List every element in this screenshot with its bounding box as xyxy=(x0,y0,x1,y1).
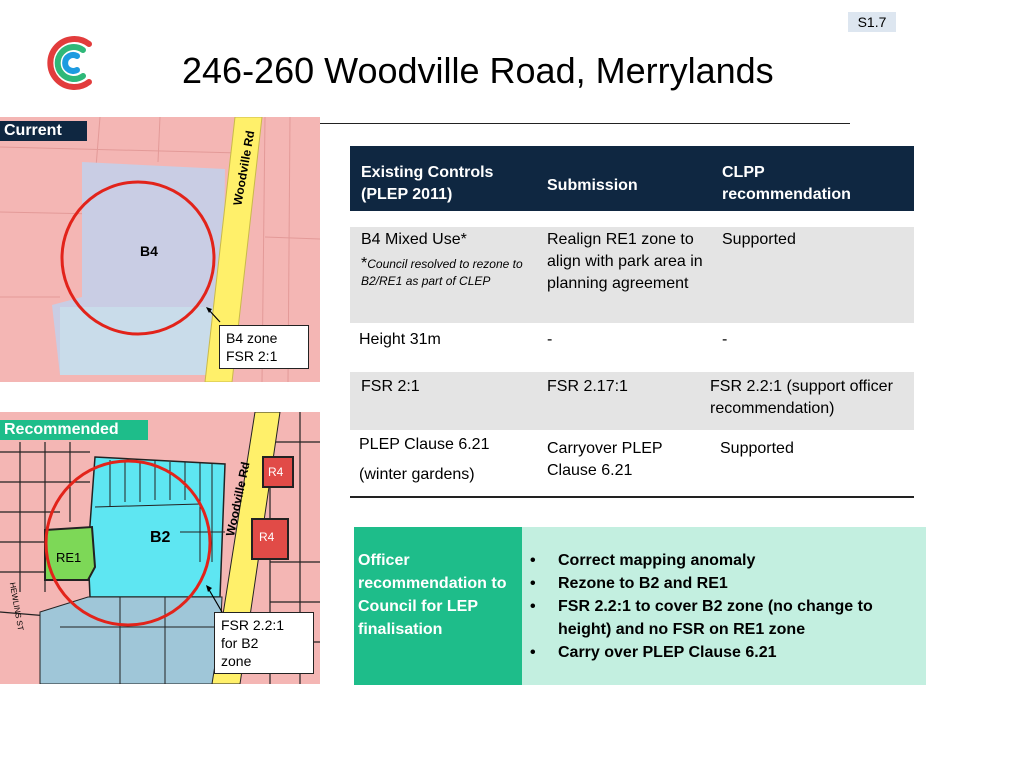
r4-zone-label-top: R4 xyxy=(268,465,284,479)
re1-zone-label: RE1 xyxy=(56,550,82,565)
cell-clpp: FSR 2.2:1 (support officer recommendatio… xyxy=(710,378,893,417)
cell-existing: FSR 2:1 xyxy=(361,378,420,395)
recommended-zone-b2-label: B2 xyxy=(150,529,171,546)
council-logo-icon xyxy=(38,30,100,96)
cell-clpp: - xyxy=(722,331,728,348)
table-row: B4 Mixed Use* *Council resolved to rezon… xyxy=(350,227,914,323)
slide-number-badge: S1.7 xyxy=(848,12,896,32)
cell-submission: Realign RE1 zone to align with park area… xyxy=(547,231,703,292)
cell-clpp: Supported xyxy=(722,231,796,248)
recommended-zoning-map: Recommended Woodville Rd B2 RE1 R4 R4 HE… xyxy=(0,412,320,684)
current-zoning-map: Current Woodville Rd B4 B4 zone FSR 2:1 xyxy=(0,117,320,382)
current-map-label: Current xyxy=(0,121,87,141)
table-row: FSR 2:1 FSR 2.17:1 FSR 2.2:1 (support of… xyxy=(350,372,914,430)
cell-existing: PLEP Clause 6.21 (winter gardens) xyxy=(359,436,490,483)
recommended-map-label: Recommended xyxy=(0,420,148,440)
table-row: PLEP Clause 6.21 (winter gardens) Carryo… xyxy=(350,432,914,494)
list-item: •Carry over PLEP Clause 6.21 xyxy=(530,644,777,661)
cell-submission: Carryover PLEP Clause 6.21 xyxy=(547,440,663,479)
recommended-map-callout: FSR 2.2:1 for B2 zone xyxy=(214,612,314,674)
recommendation-heading: Officer recommendation to Council for LE… xyxy=(354,527,522,685)
header-existing-controls: Existing Controls (PLEP 2011) xyxy=(361,164,494,203)
header-clpp: CLPP recommendation xyxy=(722,164,851,203)
list-item: •Rezone to B2 and RE1 xyxy=(530,575,728,592)
table-bottom-rule xyxy=(350,496,914,498)
list-item: •Correct mapping anomaly xyxy=(530,552,756,569)
cell-clpp: Supported xyxy=(720,440,794,457)
officer-recommendation-box: Officer recommendation to Council for LE… xyxy=(354,527,926,685)
current-map-callout: B4 zone FSR 2:1 xyxy=(219,325,309,369)
header-submission: Submission xyxy=(547,177,638,194)
page-title: 246-260 Woodville Road, Merrylands xyxy=(182,50,774,91)
cell-submission: FSR 2.17:1 xyxy=(547,378,628,395)
current-zone-b4-label: B4 xyxy=(140,243,158,259)
cell-submission: - xyxy=(547,331,553,348)
table-header: Existing Controls (PLEP 2011) Submission… xyxy=(350,146,914,211)
recommendation-list: •Correct mapping anomaly •Rezone to B2 a… xyxy=(530,549,926,664)
title-divider xyxy=(318,123,850,124)
cell-existing: B4 Mixed Use* *Council resolved to rezon… xyxy=(361,231,523,288)
cell-existing: Height 31m xyxy=(359,331,441,348)
list-item: •FSR 2.2:1 to cover B2 zone (no change t… xyxy=(530,598,873,638)
r4-zone-label-bottom: R4 xyxy=(259,530,275,544)
table-row: Height 31m - - xyxy=(350,323,914,368)
